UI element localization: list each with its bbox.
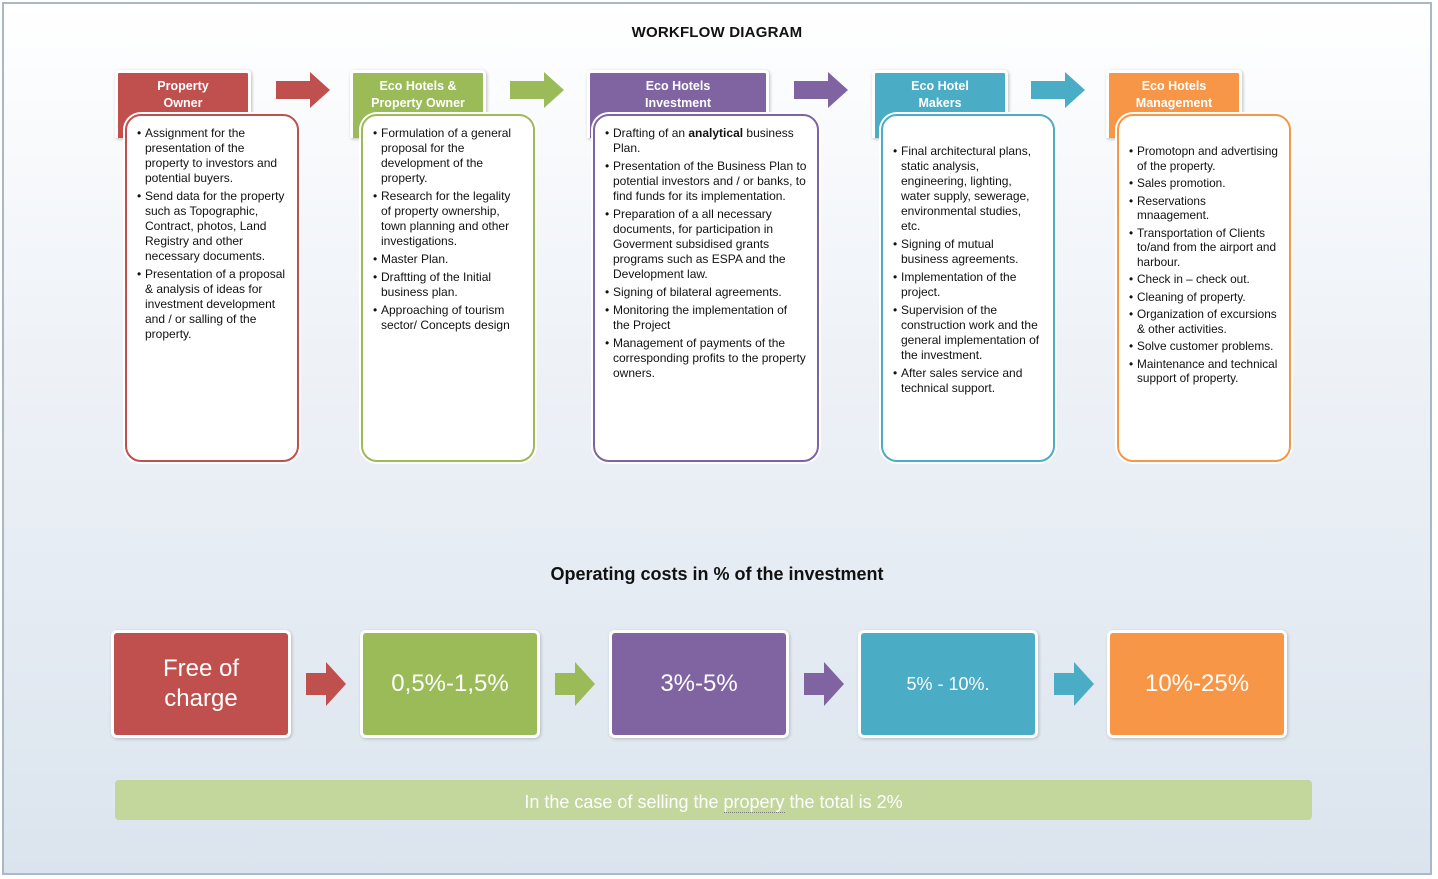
list-item: Check in – check out. bbox=[1129, 272, 1279, 287]
list-item: Presentation of a proposal & analysis of… bbox=[137, 267, 287, 342]
list-item: Cleaning of property. bbox=[1129, 290, 1279, 305]
stage-card-eco-hotel-makers: Final architectural plans, static analys… bbox=[881, 114, 1055, 462]
list-item: Final architectural plans, static analys… bbox=[893, 144, 1043, 234]
list-item: Monitoring the implementation of the Pro… bbox=[605, 303, 807, 333]
cost-box-5-10: 5% - 10%. bbox=[858, 630, 1038, 738]
list-item: Maintenance and technical support of pro… bbox=[1129, 357, 1279, 386]
list-item: Send data for the property such as Topog… bbox=[137, 189, 287, 264]
list-item: Organization of excursions & other activ… bbox=[1129, 307, 1279, 336]
arrow-right-icon bbox=[1054, 662, 1094, 706]
list-item: Supervision of the construction work and… bbox=[893, 303, 1043, 363]
list-item: Preparation of a all necessary documents… bbox=[605, 207, 807, 282]
list-item: Signing of mutual business agreements. bbox=[893, 237, 1043, 267]
stage-card-property-owner: Assignment for the presentation of the p… bbox=[125, 114, 299, 462]
list-item: Management of payments of the correspond… bbox=[605, 336, 807, 381]
costs-title: Operating costs in % of the investment bbox=[550, 564, 884, 584]
cost-line2: charge bbox=[164, 685, 238, 712]
arrow-right-icon bbox=[555, 662, 595, 706]
stage-header-line1: Eco Hotels & bbox=[379, 79, 457, 93]
stage-header-line1: Eco Hotel bbox=[911, 79, 969, 93]
list-item: Formulation of a general proposal for th… bbox=[373, 126, 523, 186]
stage-card-eco-hotels-property-owner: Formulation of a general proposal for th… bbox=[361, 114, 535, 462]
stage-header-line2: Property Owner bbox=[371, 96, 465, 110]
stage-header-line1: Eco Hotels bbox=[645, 79, 711, 93]
arrow-right-icon bbox=[510, 72, 564, 108]
arrow-right-icon bbox=[276, 72, 330, 108]
footer-note: In the case of selling the propery the t… bbox=[115, 780, 1312, 820]
cost-line1: 0,5%-1,5% bbox=[391, 670, 509, 697]
arrow-right-icon bbox=[804, 662, 844, 706]
cost-box-3-5: 3%-5% bbox=[609, 630, 789, 738]
list-item: Solve customer problems. bbox=[1129, 339, 1279, 354]
stage-header-line2: Investment bbox=[645, 96, 711, 110]
list-item: Drafting of an analytical business Plan. bbox=[605, 126, 807, 156]
cost-line1: 5% - 10%. bbox=[906, 674, 990, 694]
footer-text-post: the total is 2% bbox=[784, 792, 903, 812]
diagram-title: WORKFLOW DIAGRAM bbox=[631, 24, 803, 41]
list-item: Implementation of the project. bbox=[893, 270, 1043, 300]
arrow-right-icon bbox=[794, 72, 848, 108]
stage-card-eco-hotels-management: Promotopn and advertising of the propert… bbox=[1117, 114, 1291, 462]
stage-header-line2: Owner bbox=[163, 96, 203, 110]
list-item: Transportation of Clients to/and from th… bbox=[1129, 226, 1279, 270]
footer-text-pre: In the case of selling the bbox=[524, 792, 724, 812]
list-item: Assignment for the presentation of the p… bbox=[137, 126, 287, 186]
arrow-right-icon bbox=[1031, 72, 1085, 108]
list-item-text: business Plan. bbox=[613, 126, 794, 155]
list-item: Research for the legality of property ow… bbox=[373, 189, 523, 249]
cost-box-free: Free of charge bbox=[111, 630, 291, 738]
list-item: Sales promotion. bbox=[1129, 176, 1279, 191]
list-item: Draftting of the Initial business plan. bbox=[373, 270, 523, 300]
cost-line1: 10%-25% bbox=[1144, 670, 1250, 697]
list-item-text: Drafting of an bbox=[613, 126, 689, 140]
cost-box-10-25: 10%-25% bbox=[1107, 630, 1287, 738]
stage-header-line1: Eco Hotels bbox=[1141, 79, 1207, 93]
list-item: Presentation of the Business Plan to pot… bbox=[605, 159, 807, 204]
cost-line1: Free of bbox=[162, 655, 240, 682]
list-item: Promotopn and advertising of the propert… bbox=[1129, 144, 1279, 173]
list-item-bold: analytical bbox=[688, 126, 744, 140]
list-item: Signing of bilateral agreements. bbox=[605, 285, 807, 300]
cost-box-0-5-1-5: 0,5%-1,5% bbox=[360, 630, 540, 738]
list-item: Reservations mnaagement. bbox=[1129, 194, 1279, 223]
list-item: After sales service and technical suppor… bbox=[893, 366, 1043, 396]
cost-line1: 3%-5% bbox=[660, 670, 738, 697]
list-item: Approaching of tourism sector/ Concepts … bbox=[373, 303, 523, 333]
stage-card-eco-hotels-investment: Drafting of an analytical business Plan.… bbox=[593, 114, 819, 462]
arrow-right-icon bbox=[306, 662, 346, 706]
footer-text-underlined: propery bbox=[723, 792, 785, 813]
stage-header-line2: Management bbox=[1135, 96, 1213, 110]
stage-header-line1: Property bbox=[157, 79, 209, 93]
stage-header-line2: Makers bbox=[918, 96, 962, 110]
list-item: Master Plan. bbox=[373, 252, 523, 267]
